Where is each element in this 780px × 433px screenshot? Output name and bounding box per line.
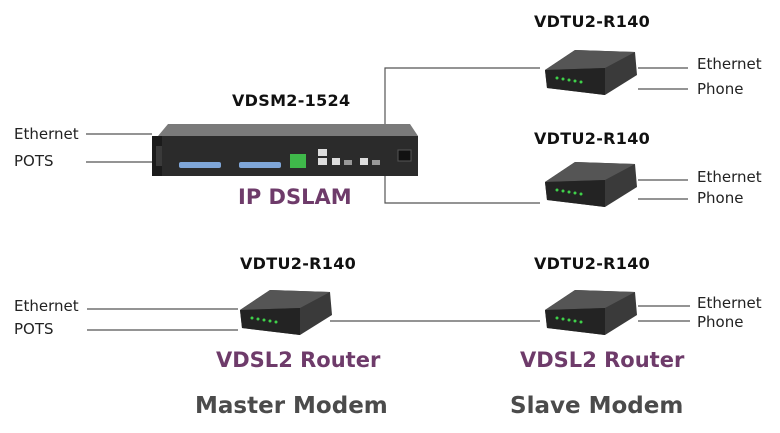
cpe-top-port-ethernet: Ethernet — [697, 55, 762, 73]
power-socket — [397, 149, 412, 162]
slave-role-label: Slave Modem — [510, 393, 684, 419]
dslam-model-label: VDSM2-1524 — [232, 91, 351, 110]
master-port-ethernet: Ethernet — [14, 297, 79, 315]
master-role-label: Master Modem — [195, 393, 388, 419]
cpe-middle-port-phone: Phone — [697, 189, 744, 207]
master-category-label: VDSL2 Router — [216, 348, 381, 372]
dslam-device — [152, 124, 418, 176]
dslam-port-pots: POTS — [14, 152, 54, 170]
cpe-middle-model-label: VDTU2-R140 — [534, 129, 651, 148]
dslam-to-cpe-middle-line — [384, 176, 540, 204]
slave-category-label: VDSL2 Router — [520, 348, 685, 372]
cpe-top-port-phone: Phone — [697, 80, 744, 98]
telco-connector-2 — [239, 162, 281, 168]
master-port-pots: POTS — [14, 320, 54, 338]
cpe-middle-device — [545, 162, 637, 207]
dslam-port-ethernet: Ethernet — [14, 125, 79, 143]
master-model-label: VDTU2-R140 — [240, 254, 357, 273]
dslam-to-cpe-top-line — [384, 67, 540, 126]
slave-device — [545, 290, 637, 335]
slave-port-ethernet: Ethernet — [697, 294, 762, 312]
cpe-top-model-label: VDTU2-R140 — [534, 12, 651, 31]
telco-connector-1 — [179, 162, 221, 168]
led-grid — [290, 154, 306, 168]
cpe-top-device — [545, 50, 637, 95]
slave-model-label: VDTU2-R140 — [534, 254, 651, 273]
dslam-category-label: IP DSLAM — [238, 185, 352, 209]
cpe-middle-port-ethernet: Ethernet — [697, 168, 762, 186]
slave-port-phone: Phone — [697, 313, 744, 331]
master-device — [240, 290, 332, 335]
